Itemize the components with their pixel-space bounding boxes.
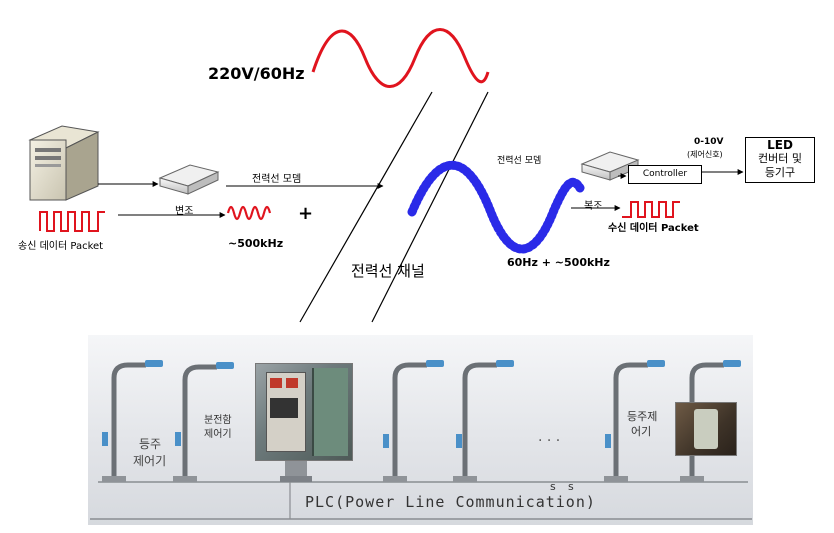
line-break-mark: s <box>550 480 556 493</box>
street-pole <box>453 360 514 482</box>
pole-controller-photo <box>675 402 737 456</box>
street-pole <box>680 360 741 482</box>
street-pole <box>173 362 234 482</box>
controller-box: Controller <box>628 165 702 184</box>
street-pole <box>604 360 665 482</box>
carrier-wave <box>226 205 272 221</box>
control-signal-label: 0-10V <box>694 137 724 147</box>
modulation-label: 변조 <box>175 206 194 217</box>
streetlight-network: s s <box>90 360 752 520</box>
plc-label: PLC(Power Line Communication) <box>305 493 596 511</box>
pole-controller-label-line2: 제어기 <box>133 454 167 468</box>
right-pole-controller-label: 등주제 어기 <box>627 409 657 439</box>
plc-signal-diagram <box>28 28 744 323</box>
power-line-2 <box>371 91 489 323</box>
distribution-controller-label-line2: 제어기 <box>204 429 232 440</box>
plus-sign: + <box>298 203 314 224</box>
distribution-controller-label: 분전함 제어기 <box>204 414 232 442</box>
computer-icon <box>28 125 100 201</box>
right-pole-controller-label-line2: 어기 <box>631 425 652 438</box>
controller-device <box>694 409 718 449</box>
breaker <box>270 378 282 388</box>
modem-label-left: 전력선 모뎀 <box>252 174 302 185</box>
line-break-mark: s <box>568 480 574 493</box>
mains-sine-wave <box>311 28 490 88</box>
cabinet-door <box>312 368 348 456</box>
tx-square-wave <box>39 211 105 232</box>
mains-voltage-label: 220V/60Hz <box>208 64 305 83</box>
right-pole-controller-label-line1: 등주제 <box>627 410 658 423</box>
power-line-channel-label: 전력선 채널 <box>351 262 425 280</box>
breaker <box>286 378 298 388</box>
pole-controller-label-line1: 등주 <box>139 437 162 451</box>
distribution-box-photo <box>255 363 353 461</box>
pole-controller-label: 등주 제어기 <box>133 435 166 469</box>
distribution-controller-label-line1: 분전함 <box>204 415 232 426</box>
control-signal-sublabel: (제어신호) <box>687 150 723 159</box>
carrier-freq-label: ~500kHz <box>228 237 284 250</box>
led-line2: 컨버터 및 <box>758 152 802 165</box>
combined-coil-signal <box>407 160 585 254</box>
modem-left-icon <box>158 164 220 195</box>
combined-freq-label: 60Hz + ~500kHz <box>507 256 610 269</box>
power-line-1 <box>299 91 433 323</box>
rx-square-wave <box>622 201 680 218</box>
tx-packet-label: 송신 데이터 Packet <box>18 241 104 252</box>
demodulation-label: 복조 <box>584 201 603 212</box>
rx-packet-label: 수신 데이터 Packet <box>608 223 699 234</box>
controller-module <box>270 398 298 418</box>
street-pole <box>383 360 444 482</box>
more-poles-ellipsis: · · · <box>538 433 561 449</box>
modem-label-right: 전력선 모뎀 <box>497 156 542 166</box>
street-pole <box>102 360 163 482</box>
led-title: LED <box>767 138 793 152</box>
led-converter-box: LED 컨버터 및 등기구 <box>745 137 815 183</box>
led-line3: 등기구 <box>764 166 796 179</box>
